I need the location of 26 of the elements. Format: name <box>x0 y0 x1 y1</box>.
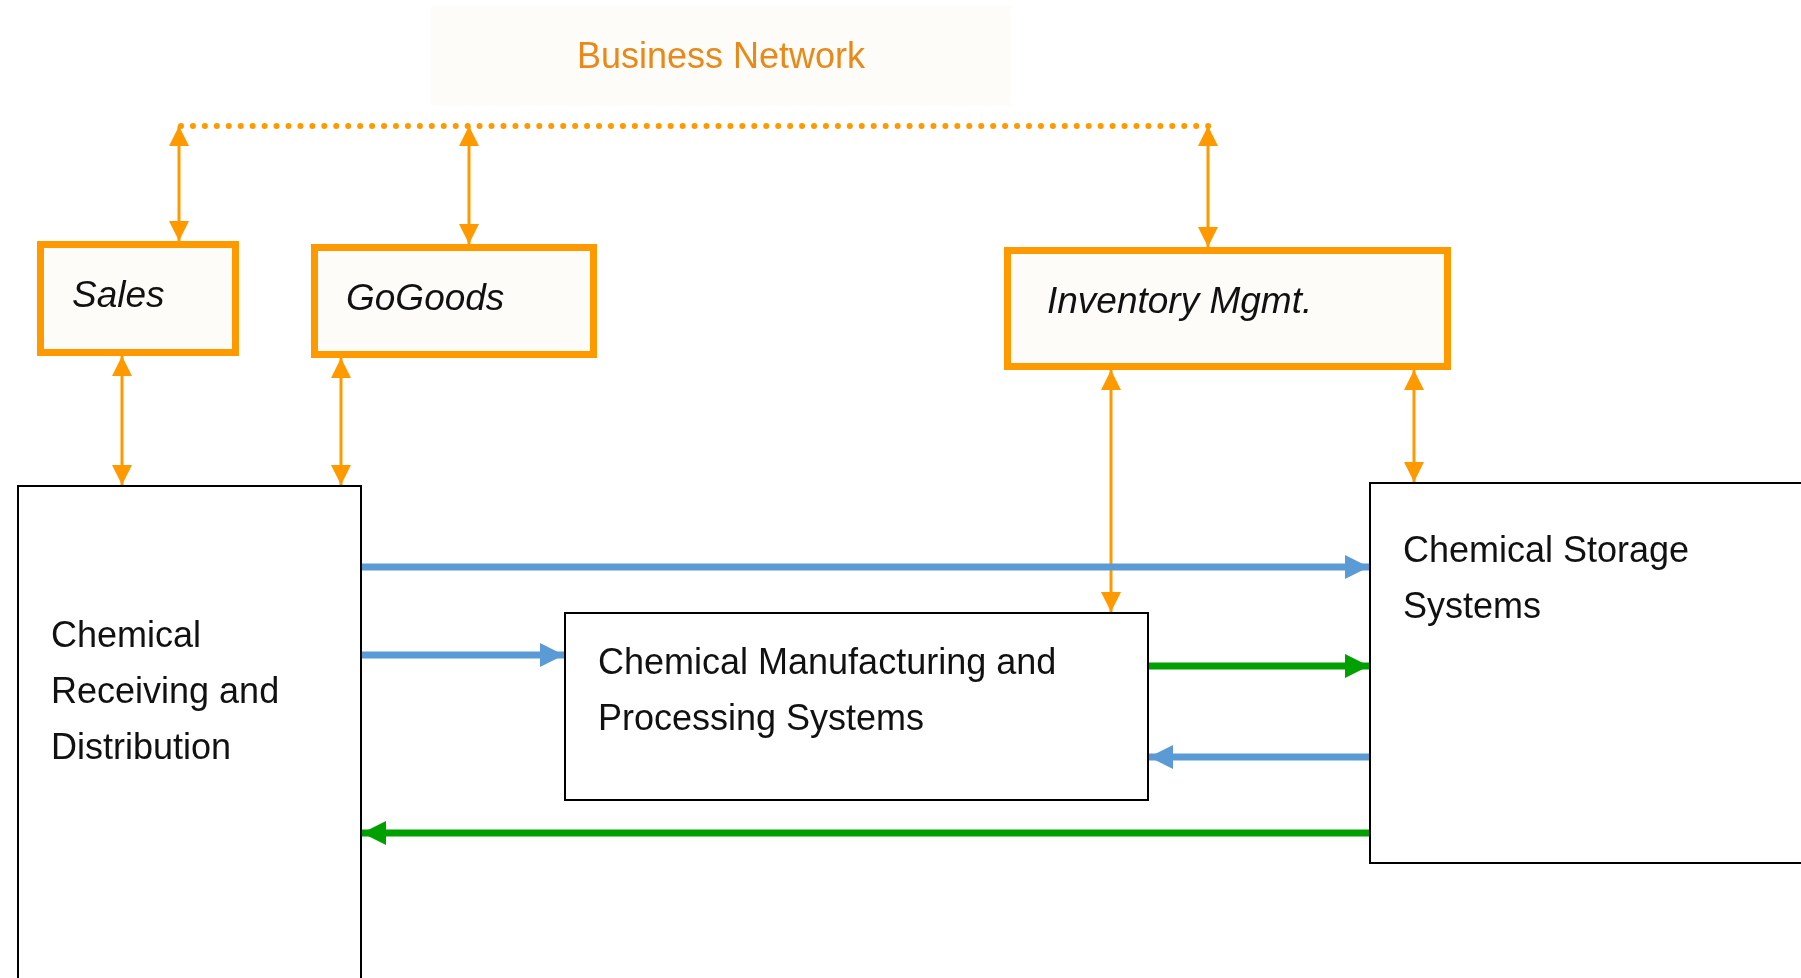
arrow <box>459 126 479 244</box>
network-bus <box>178 6 1212 129</box>
arrow <box>1149 745 1369 769</box>
node-label: GoGoods <box>346 277 505 319</box>
arrow <box>1198 126 1218 247</box>
node-label: Chemical Manufacturing and Processing Systems <box>598 640 1058 740</box>
arrow <box>112 356 132 485</box>
node-label: Sales <box>72 274 165 316</box>
node-label: Chemical Receiving and Distribution <box>51 613 281 769</box>
application-box <box>1004 247 1451 370</box>
system-box <box>564 612 1149 801</box>
system-box <box>17 485 362 978</box>
application-box <box>37 241 239 356</box>
arrow <box>362 821 1369 845</box>
arrow <box>169 126 189 241</box>
arrow <box>1404 370 1424 482</box>
arrow <box>362 643 564 667</box>
arrow <box>331 358 351 485</box>
arrow <box>1149 654 1369 678</box>
network-label: Business Network <box>431 6 1011 106</box>
node-label: Chemical Storage Systems <box>1403 528 1691 628</box>
node-label: Inventory Mgmt. <box>1047 280 1313 322</box>
arrow <box>362 555 1369 579</box>
system-box <box>1369 482 1801 864</box>
application-box <box>311 244 597 358</box>
arrow <box>1101 370 1121 612</box>
